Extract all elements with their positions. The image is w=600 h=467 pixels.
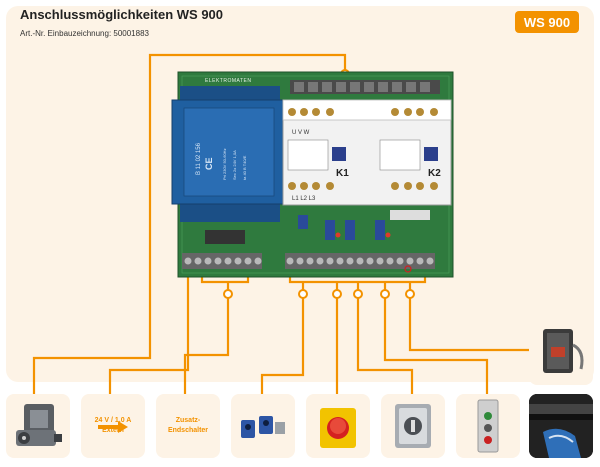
svg-text:CE: CE: [204, 157, 214, 170]
wire-key: [356, 298, 414, 395]
arrow-icon: [98, 421, 128, 433]
accessory-extern-24v: 24 V / 1,0 A Extern: [81, 394, 145, 458]
contactor-k1-label: K1: [336, 168, 349, 179]
key-switch-icon: [395, 404, 431, 448]
model-badge: WS 900: [515, 11, 579, 33]
wire-button: [383, 298, 489, 395]
safety-edge-icon: [529, 394, 593, 458]
board-brand: ELEKTROMATEN: [205, 78, 251, 84]
page-title: Anschlussmöglichkeiten WS 900: [20, 7, 224, 22]
contactor-k2-label: K2: [428, 168, 441, 179]
svg-text:Pri 230V 50-60Hz: Pri 230V 50-60Hz: [222, 148, 227, 180]
control-box-icon: [543, 329, 584, 373]
svg-text:Sec 2x 24V 1,0A: Sec 2x 24V 1,0A: [232, 150, 237, 180]
svg-text:L1 L2 L3: L1 L2 L3: [292, 196, 316, 202]
board-components: [205, 210, 430, 244]
accessory-zusatz-endschalter: Zusatz- Endschalter: [156, 394, 220, 458]
wire-photo: [260, 298, 305, 395]
photo-sensor-icon: [241, 416, 285, 438]
article-number: Art.-Nr. Einbauzeichnung: 50001883: [20, 29, 149, 38]
wire-endschalter: [183, 298, 230, 395]
connection-wires: [32, 53, 529, 395]
accessory-emergency-stop: [306, 394, 370, 458]
accessory-safety-edge: [529, 394, 593, 458]
wire-extern: [108, 268, 190, 395]
transformer: B 11 02 156 CE Pri 230V 50-60Hz Sec 2x 2…: [171, 86, 287, 222]
svg-text:B 11 02 156: B 11 02 156: [196, 142, 202, 175]
wire-terminal-circles: [223, 69, 415, 299]
extern-24v-label: 24 V / 1,0 A Extern: [94, 417, 132, 434]
wire-drive: [32, 53, 347, 395]
zusatz-endschalter-label: Zusatz- Endschalter: [167, 417, 209, 434]
drive-unit-icon: [16, 404, 62, 446]
wire-box: [408, 298, 529, 352]
bracket-left: [200, 276, 250, 284]
contactor-block: K1 K2 U V W L1 L2 L3: [282, 99, 452, 206]
accessory-drive-unit: [6, 394, 70, 458]
pushbutton-icon: [477, 399, 499, 453]
terminal-strip: [182, 253, 435, 273]
control-board: ELEKTROMATEN B 11 02 156 CE Pri 230V 50-…: [171, 71, 454, 278]
accessory-key-switch: [381, 394, 445, 458]
emergency-stop-icon: [320, 408, 356, 448]
accessory-pushbutton-station: [456, 394, 520, 458]
accessory-photo-sensors: [231, 394, 295, 458]
svg-text:ta 40 B T40/E: ta 40 B T40/E: [242, 155, 247, 180]
svg-text:U V W: U V W: [292, 130, 310, 136]
accessory-control-box: [529, 321, 593, 385]
